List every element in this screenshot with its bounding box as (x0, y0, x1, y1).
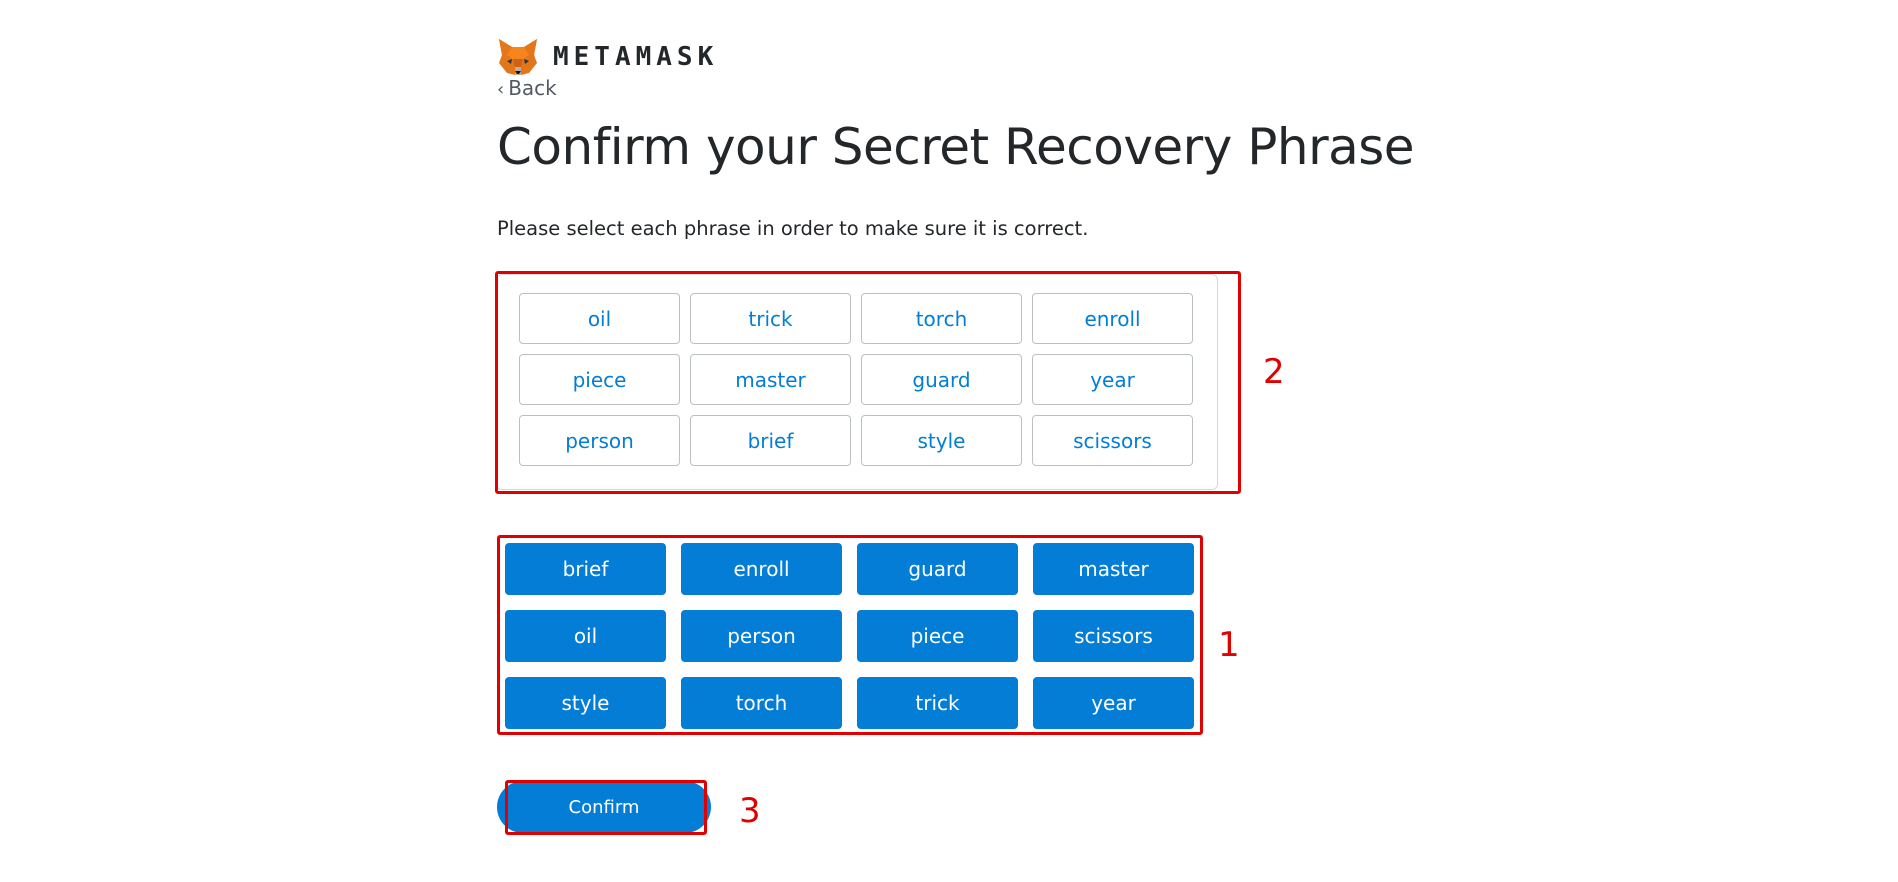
page-subtitle: Please select each phrase in order to ma… (497, 217, 1089, 240)
annotation-label-2: 2 (1263, 352, 1285, 392)
metamask-logo: METAMASK (497, 37, 718, 77)
word-button[interactable]: piece (857, 610, 1018, 662)
word-button[interactable]: style (505, 677, 666, 729)
metamask-fox-icon (499, 39, 537, 75)
word-button[interactable]: master (1033, 543, 1194, 595)
selected-word[interactable]: enroll (1032, 293, 1193, 344)
annotation-label-1: 1 (1218, 625, 1240, 665)
selected-words-grid: oil trick torch enroll piece master guar… (519, 293, 1193, 466)
word-button[interactable]: scissors (1033, 610, 1194, 662)
selected-word[interactable]: scissors (1032, 415, 1193, 466)
selected-word[interactable]: piece (519, 354, 680, 405)
confirm-button[interactable]: Confirm (497, 781, 711, 833)
back-label: Back (508, 76, 557, 100)
selected-word[interactable]: brief (690, 415, 851, 466)
word-buttons-grid: brief enroll guard master oil person pie… (505, 543, 1194, 729)
word-button[interactable]: trick (857, 677, 1018, 729)
word-button[interactable]: enroll (681, 543, 842, 595)
back-link[interactable]: ‹Back (497, 76, 557, 100)
word-button[interactable]: torch (681, 677, 842, 729)
chevron-left-icon: ‹ (497, 79, 505, 100)
word-button[interactable]: year (1033, 677, 1194, 729)
word-button[interactable]: guard (857, 543, 1018, 595)
word-button[interactable]: brief (505, 543, 666, 595)
selected-word[interactable]: trick (690, 293, 851, 344)
selected-word[interactable]: style (861, 415, 1022, 466)
selected-word[interactable]: torch (861, 293, 1022, 344)
brand-name: METAMASK (553, 42, 719, 72)
selected-word[interactable]: oil (519, 293, 680, 344)
page-title: Confirm your Secret Recovery Phrase (497, 118, 1415, 176)
selected-word[interactable]: master (690, 354, 851, 405)
annotation-label-3: 3 (739, 791, 761, 831)
selected-word[interactable]: guard (861, 354, 1022, 405)
word-button[interactable]: oil (505, 610, 666, 662)
selected-word[interactable]: person (519, 415, 680, 466)
selected-word[interactable]: year (1032, 354, 1193, 405)
word-button[interactable]: person (681, 610, 842, 662)
